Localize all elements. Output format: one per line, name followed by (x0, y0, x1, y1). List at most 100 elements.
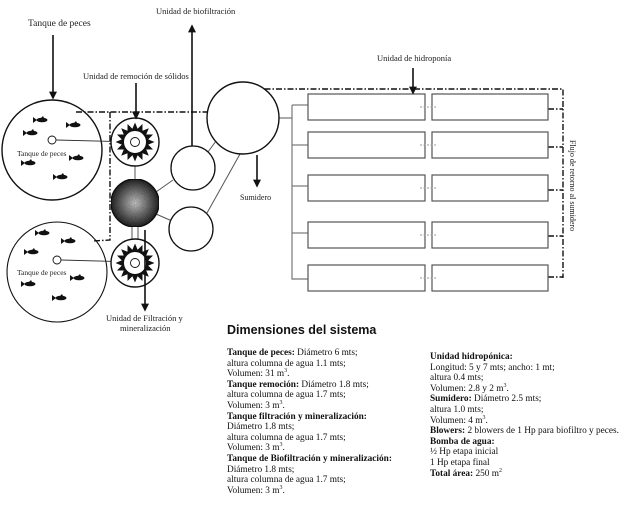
fish-icon (66, 121, 81, 128)
solids-removal-unit (110, 117, 160, 167)
dimension-value: Volumen: 31 m (227, 369, 285, 380)
dimension-value: altura 0.4 mts; (430, 373, 484, 384)
hydroponic-bed-right (431, 131, 549, 159)
label-biofiltration-unit: Unidad de biofiltración (156, 6, 236, 16)
hydroponic-beds (307, 93, 549, 292)
fish-icon (69, 154, 84, 161)
dimension-value: Volumen: 3 m (227, 443, 280, 454)
hydroponic-bed-right (431, 264, 549, 292)
fish-icon (24, 248, 39, 255)
dimension-key: Tanque de Biofiltración y mineralización… (227, 453, 392, 464)
unit-exponent: 3 (279, 399, 283, 406)
pipe-biofilter-to-circle-b (155, 213, 173, 222)
fish-icon (35, 229, 50, 236)
biofilter-tank-lower (168, 206, 214, 252)
dimension-key: Total área: (430, 468, 474, 479)
unit-exponent: 3 (482, 414, 486, 421)
sump-tank (206, 81, 280, 155)
hydroponic-bed-left (307, 174, 426, 202)
dimension-value: Volumen: 3 m (227, 485, 280, 496)
dimension-line: Tanque remoción: Diámetro 1.8 mts; (227, 380, 392, 391)
hydroponic-bed-left (307, 93, 426, 121)
tank-1-outlet (47, 135, 57, 145)
dimension-line: Tanque filtración y mineralización: (227, 412, 392, 423)
fish-tank-2: Tanque de peces (6, 221, 136, 323)
fish-icon (23, 129, 38, 136)
unit-center-outlet (130, 137, 140, 147)
fish-icon (21, 159, 36, 166)
label-filtration-line2: mineralización (120, 323, 171, 333)
dimension-line: Volumen: 31 m3. (227, 368, 290, 380)
dimension-value: altura columna de agua 1.7 mts; (227, 432, 346, 443)
return-flow-lines (76, 88, 564, 278)
dimension-line: Volumen: 3 m3. (227, 484, 285, 496)
unit-exponent: 2 (498, 467, 502, 474)
dimension-line: Tanque de Biofiltración y mineralización… (227, 454, 392, 465)
unit-exponent: 3 (279, 484, 283, 491)
dimensions-right-column: Unidad hidropónica: Longitud: 5 y 7 mts;… (430, 352, 619, 479)
dimension-key: Unidad hidropónica: (430, 352, 513, 362)
dimension-line: Volumen: 3 m3. (227, 442, 285, 454)
fish-tank-2-label: Tanque de peces (17, 268, 67, 277)
dimension-key: Tanque remoción: (227, 379, 300, 390)
dimension-value: Diámetro 2.5 mts; (471, 394, 542, 405)
dimension-value: altura 1.0 mts; (430, 404, 484, 415)
hydroponic-bed-left (307, 131, 426, 159)
distribution-manifold (291, 104, 308, 280)
dimension-value: 2 blowers de 1 Hp para biofiltro y peces… (465, 426, 619, 437)
dimension-line: Volumen: 2.8 y 2 m3. (430, 382, 509, 394)
dimension-line: Bomba de agua: (430, 437, 619, 448)
hydroponic-bed-right (431, 221, 549, 249)
dimension-line: altura 0.4 mts; (430, 373, 619, 384)
dimension-key: Tanque de peces: (227, 348, 295, 358)
dimension-line: ½ Hp etapa inicial (430, 447, 619, 458)
dimension-line: Volumen: 3 m3. (227, 399, 285, 411)
filtration-mineralization-unit (110, 238, 160, 288)
dimension-value: Volumen: 3 m (227, 400, 280, 411)
fish-icon (52, 294, 67, 301)
dimension-value: Volumen: 4 m (430, 415, 483, 426)
dashdot-line-left-vertical (92, 112, 111, 242)
dimension-line: Diámetro 1.8 mts; (227, 465, 392, 476)
pipe-circle-b-to-sump (206, 153, 241, 214)
dimension-value: 250 m (473, 468, 499, 479)
hydroponic-bed-right (431, 93, 549, 121)
label-filtration-line1: Unidad de Filtración y (106, 313, 183, 323)
label-hydroponics-unit: Unidad de hidroponía (377, 53, 451, 63)
dimension-value: altura columna de agua 1.1 mts; (227, 358, 346, 369)
dimension-line: altura columna de agua 1.7 mts; (227, 390, 392, 401)
dimension-value: Diámetro 1.8 mts; (227, 422, 295, 433)
dimension-line: altura 1.0 mts; (430, 405, 619, 416)
dimension-key: Tanque filtración y mineralización: (227, 411, 367, 422)
annotation-arrows (49, 24, 417, 312)
dimension-line: altura columna de agua 1.1 mts; (227, 359, 392, 370)
pipe-biofilter-to-circle-a (155, 179, 174, 193)
dimensions-left-column: Tanque de peces: Diámetro 6 mts;altura c… (227, 348, 392, 496)
dimension-value: Diámetro 1.8 mts; (299, 379, 369, 390)
dimension-line: Sumidero: Diámetro 2.5 mts; (430, 394, 619, 405)
label-fish-tank: Tanque de peces (28, 19, 91, 29)
dimension-value: Volumen: 2.8 y 2 m (430, 383, 504, 394)
biofilter-sphere (110, 178, 160, 228)
dimension-key: Bomba de agua: (430, 436, 495, 447)
biofilter-tank-upper (170, 145, 216, 191)
fish-icon (53, 173, 68, 180)
dimension-value: 1 Hp etapa final (430, 457, 490, 468)
unit-exponent: 3 (279, 442, 283, 449)
tank-2-outlet (52, 255, 62, 265)
manifold-trunk (291, 105, 308, 280)
hydroponic-bed-right (431, 174, 549, 202)
label-sump: Sumidero (240, 193, 271, 202)
pipe-circle-a-to-sump (207, 140, 217, 153)
dimension-value: Longitud: 5 y 7 mts; ancho: 1 mt; (430, 362, 555, 373)
pipe-connections (131, 117, 292, 239)
fish-icon (70, 274, 85, 281)
dimension-line: Blowers: 2 blowers de 1 Hp para biofiltr… (430, 426, 619, 437)
fish-icon (33, 116, 48, 123)
dimension-line: Diámetro 1.8 mts; (227, 422, 392, 433)
fish-tank-1-label: Tanque de peces (17, 149, 67, 158)
hydroponic-bed-left (307, 221, 426, 249)
dimension-line: Tanque de peces: Diámetro 6 mts; (227, 348, 392, 359)
dimension-line: Total área: 250 m2 (430, 467, 619, 480)
